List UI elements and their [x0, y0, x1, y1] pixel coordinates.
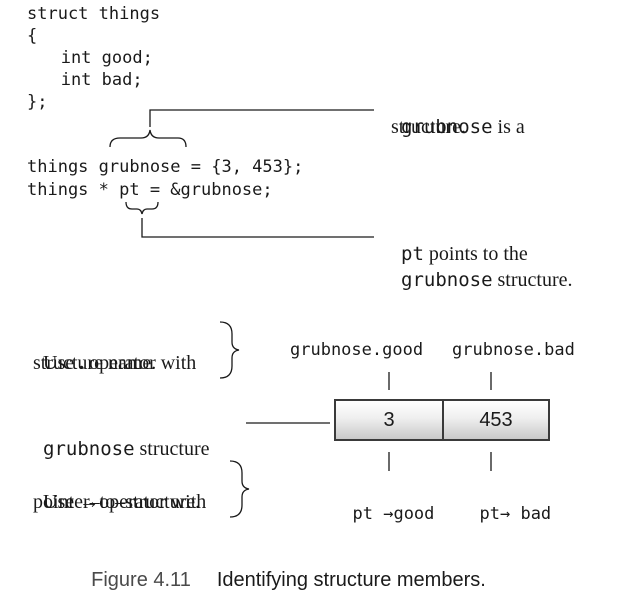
annotation-grubnose-structure: grubnose structure.: [391, 241, 573, 293]
annotation-code-pt: pt: [401, 243, 424, 265]
structure-label: grubnose structure: [33, 410, 210, 462]
figure-caption: Figure 4.11 Identifying structure members…: [80, 546, 486, 592]
arrow-note-suffix: operator with: [99, 491, 207, 513]
annotation-structure-word: structure.: [391, 116, 466, 138]
annotation-text-points-to: points to the: [423, 243, 528, 265]
arrow-operator-symbol: →: [79, 491, 100, 513]
pointer-good-pre: pt: [352, 504, 384, 524]
figure-number: Figure 4.11: [91, 569, 191, 591]
pointer-bad-member: bad: [510, 504, 552, 524]
pointer-good-arrow: →: [383, 504, 394, 524]
cell-bad-value: 453: [479, 408, 513, 431]
brace-arrow-note: [229, 460, 250, 518]
arrow-note-prefix: Use: [43, 491, 80, 513]
cell-good-value: 3: [383, 408, 395, 431]
brace-under-pt: [125, 201, 159, 215]
dot-note-prefix: Use: [43, 352, 80, 374]
cell-bad: 453: [442, 399, 550, 441]
code-line-1: struct things: [27, 4, 161, 24]
code-line-4: int bad;: [30, 70, 143, 90]
pointer-label-bad: pt→ bad: [459, 484, 551, 524]
member-label-good: grubnose.good: [290, 340, 424, 360]
leader-pt: [141, 218, 374, 238]
annotation-grubnose-is-structure: grubnose is a: [391, 88, 525, 140]
pointer-bad-arrow: →: [499, 504, 511, 524]
arrow-note-line2: pointer–to–structure.: [33, 491, 201, 513]
annotation-pt-points: pt points to the: [391, 215, 528, 267]
annotation-code-grubnose: grubnose: [401, 116, 493, 138]
cell-good: 3: [334, 399, 444, 441]
structure-label-text: structure: [134, 438, 210, 460]
dot-operator-note: Use . operator with: [33, 324, 196, 376]
annotation-text-is-a: is a: [492, 116, 525, 138]
code-line-3: int good;: [30, 48, 153, 68]
pointer-good-member: good: [393, 504, 435, 524]
annotation-code-grubnose-2: grubnose: [401, 269, 493, 291]
member-label-bad: grubnose.bad: [452, 340, 575, 360]
code-decl-pointer: things * pt = &grubnose;: [27, 180, 273, 200]
arrow-operator-note: Use →operator with: [33, 463, 206, 515]
code-line-5: };: [27, 92, 48, 112]
annotation-text-structure: structure.: [492, 269, 573, 291]
pointer-label-good: pt →good: [332, 484, 434, 524]
figure-title: Identifying structure members.: [216, 569, 486, 591]
dot-operator-symbol: .: [79, 352, 85, 374]
dot-note-suffix: operator with: [84, 352, 197, 374]
code-line-2: {: [27, 26, 38, 46]
brace-over-grubnose: [109, 129, 187, 148]
leader-grubnose: [149, 109, 374, 127]
dot-note-line2: structure name.: [33, 352, 157, 374]
pointer-bad-pre: pt: [479, 504, 500, 524]
brace-dot-note: [219, 321, 240, 379]
structure-label-code: grubnose: [43, 438, 135, 460]
code-decl-grubnose: things grubnose = {3, 453};: [27, 157, 304, 177]
